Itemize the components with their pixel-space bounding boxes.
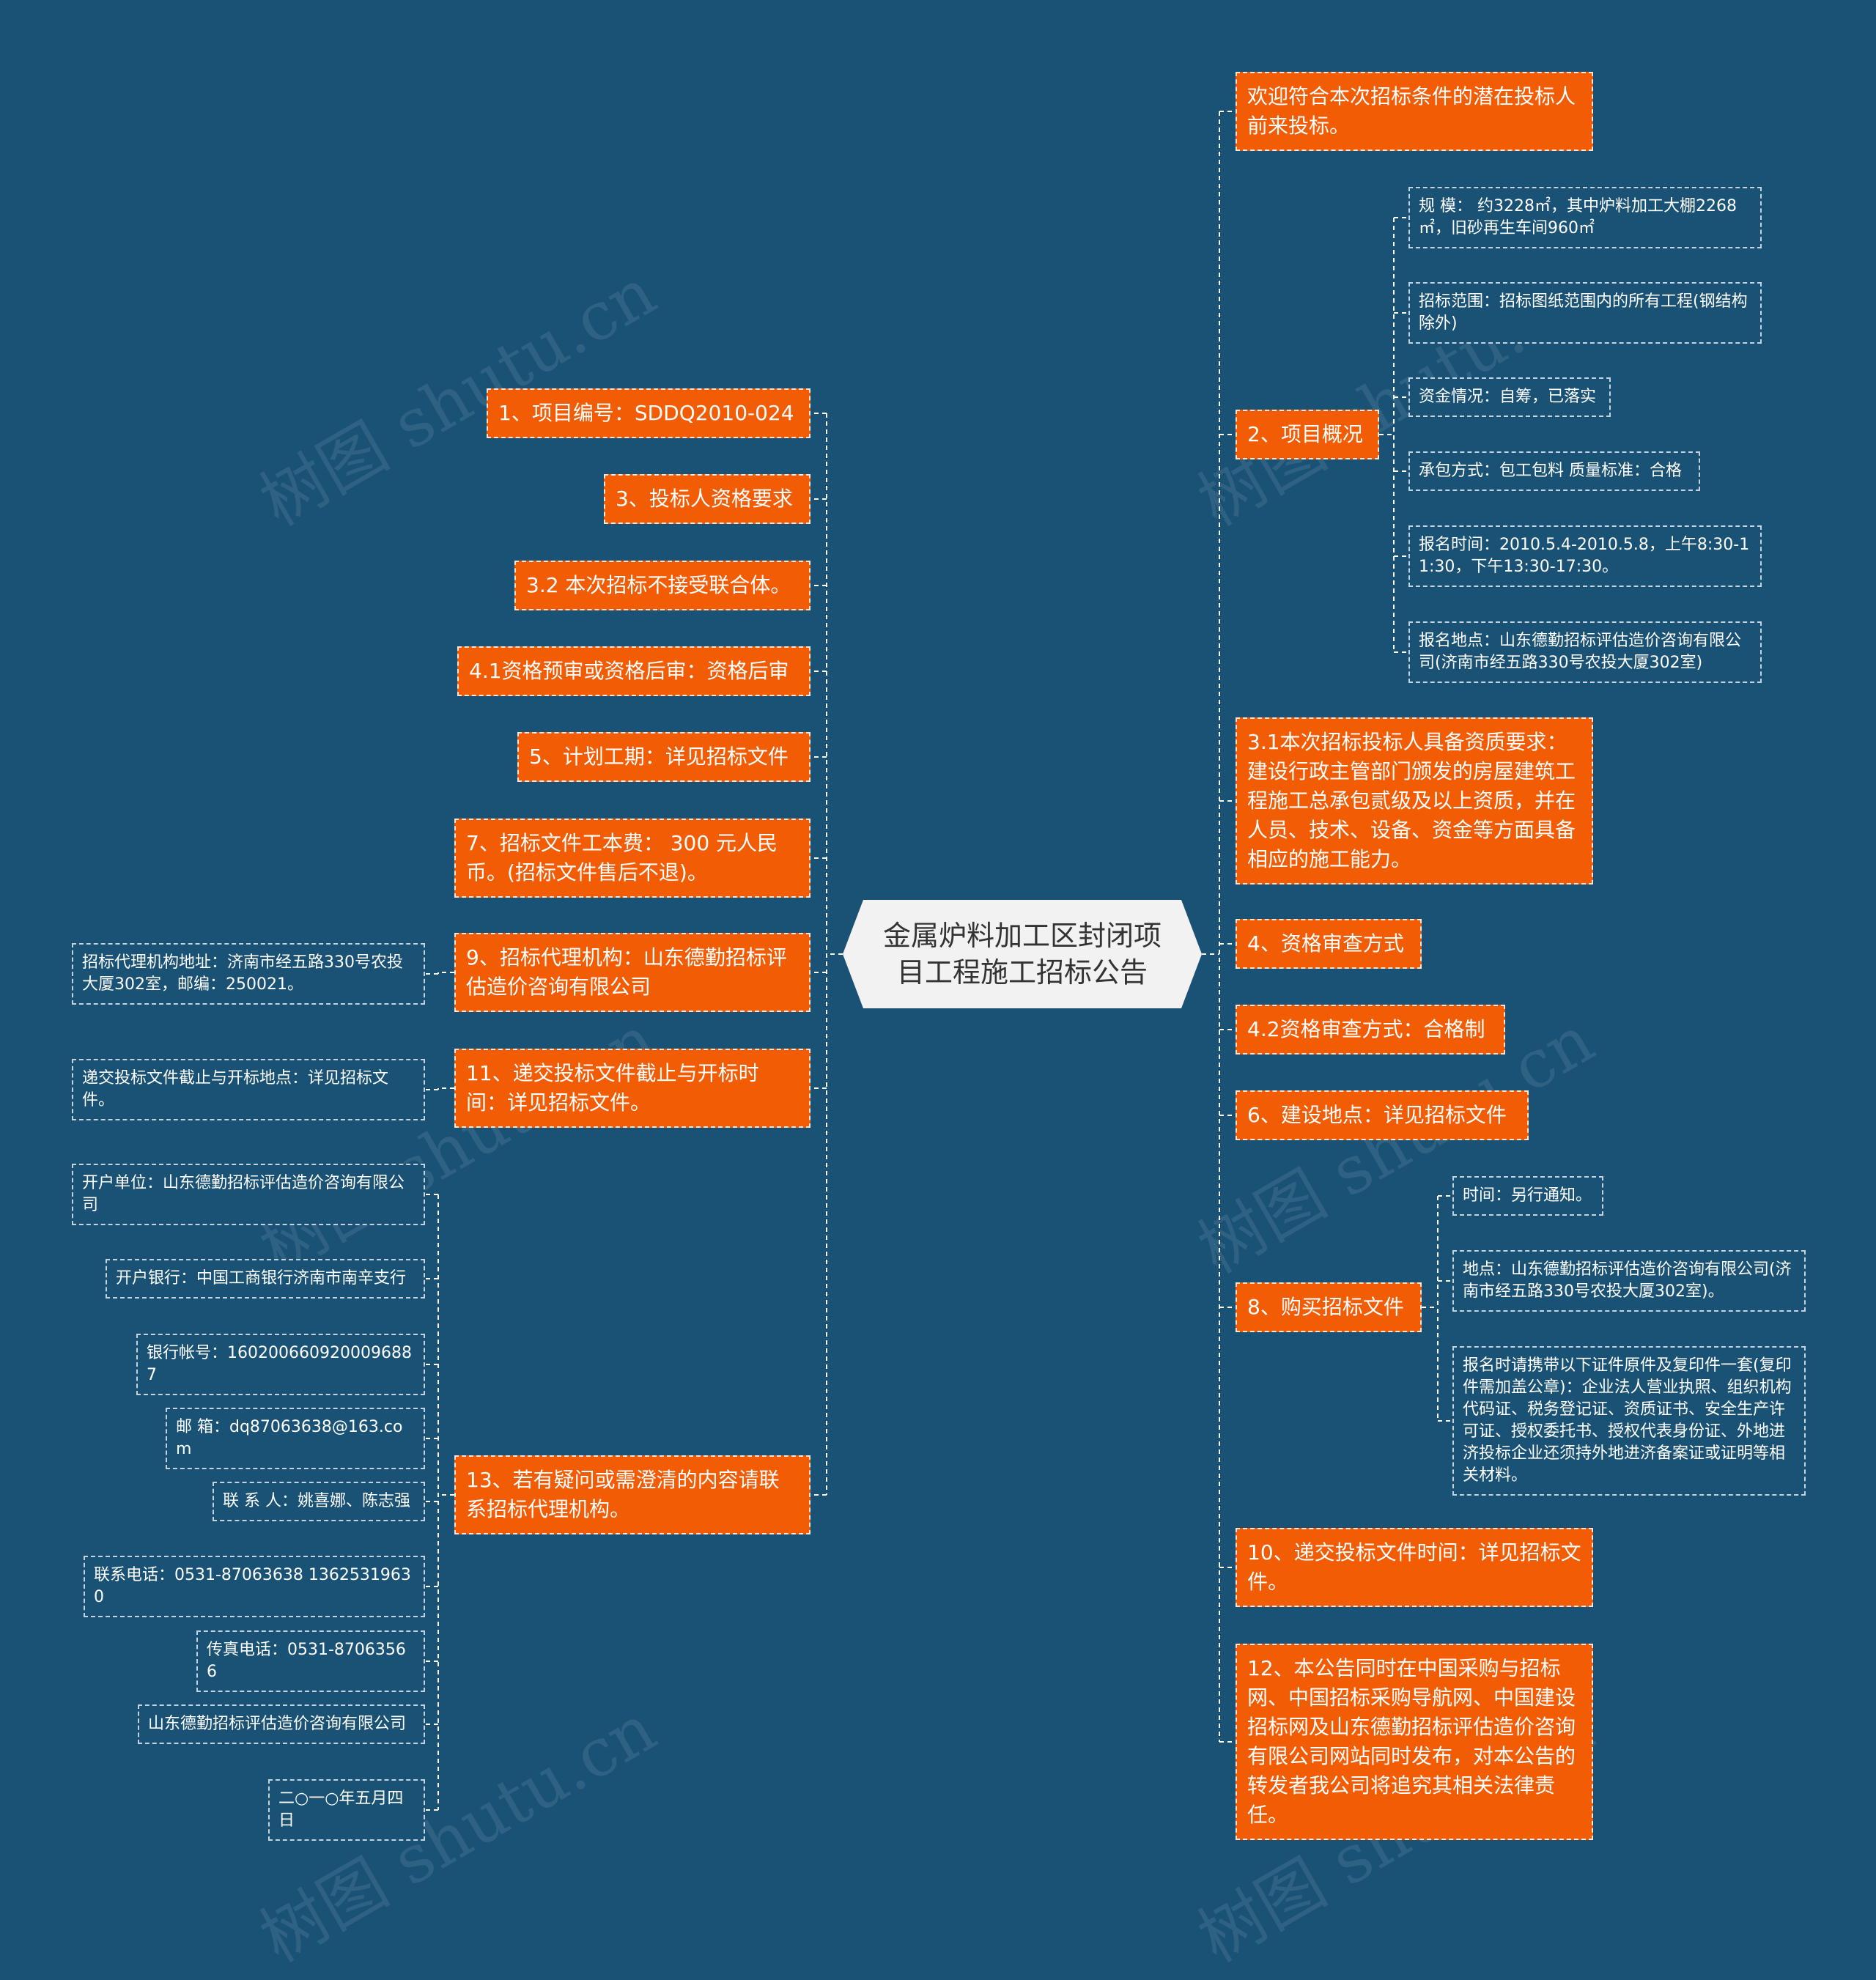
right-branch-7[interactable]: 8、购买招标文件 bbox=[1236, 1282, 1422, 1332]
left-leaf-fax[interactable]: 传真电话：0531-87063566 bbox=[196, 1630, 425, 1692]
left-branch-3[interactable]: 3.2 本次招标不接受联合体。 bbox=[514, 561, 810, 610]
right-branch-2[interactable]: 2、项目概况 bbox=[1236, 410, 1379, 459]
left-leaf-date[interactable]: 二○一○年五月四日 bbox=[268, 1779, 425, 1841]
right-branch-9[interactable]: 12、本公告同时在中国采购与招标网、中国招标采购导航网、中国建设招标网及山东德勤… bbox=[1236, 1644, 1593, 1840]
left-branch-2[interactable]: 3、投标人资格要求 bbox=[604, 474, 810, 524]
left-branch-5[interactable]: 5、计划工期：详见招标文件 bbox=[517, 732, 810, 782]
right-branch-3[interactable]: 3.1本次招标投标人具备资质要求：建设行政主管部门颁发的房屋建筑工程施工总承包贰… bbox=[1236, 717, 1593, 884]
left-leaf-phone[interactable]: 联系电话：0531-87063638 13625319630 bbox=[84, 1556, 425, 1617]
left-branch-1[interactable]: 1、项目编号：SDDQ2010-024 bbox=[487, 388, 810, 438]
right-leaf-purchase-time[interactable]: 时间：另行通知。 bbox=[1452, 1176, 1603, 1216]
right-branch-8[interactable]: 10、递交投标文件时间：详见招标文件。 bbox=[1236, 1528, 1593, 1607]
right-leaf-funding[interactable]: 资金情况：自筹，已落实 bbox=[1408, 377, 1611, 417]
left-leaf-bank[interactable]: 开户银行：中国工商银行济南市南辛支行 bbox=[106, 1259, 425, 1299]
left-branch-6[interactable]: 7、招标文件工本费： 300 元人民币。(招标文件售后不退)。 bbox=[454, 819, 810, 898]
left-branch-4[interactable]: 4.1资格预审或资格后审：资格后审 bbox=[457, 646, 810, 696]
root-label: 金属炉料加工区封闭项目工程施工招标公告 bbox=[882, 920, 1162, 989]
right-leaf-contract[interactable]: 承包方式：包工包料 质量标准：合格 bbox=[1408, 451, 1700, 491]
left-leaf-contact[interactable]: 联 系 人：姚喜娜、陈志强 bbox=[213, 1482, 425, 1521]
left-leaf-account-number[interactable]: 银行帐号：1602006609200096887 bbox=[136, 1334, 425, 1395]
right-branch-5[interactable]: 4.2资格审查方式：合格制 bbox=[1236, 1005, 1505, 1054]
right-leaf-registration-place[interactable]: 报名地点：山东德勤招标评估造价咨询有限公司(济南市经五路330号农投大厦302室… bbox=[1408, 621, 1762, 683]
right-branch-6[interactable]: 6、建设地点：详见招标文件 bbox=[1236, 1090, 1529, 1140]
root-node[interactable]: 金属炉料加工区封闭项目工程施工招标公告 bbox=[843, 900, 1202, 1008]
left-branch-7[interactable]: 9、招标代理机构：山东德勤招标评估造价咨询有限公司 bbox=[454, 933, 810, 1012]
left-branch-9[interactable]: 13、若有疑问或需澄清的内容请联系招标代理机构。 bbox=[454, 1455, 810, 1534]
right-leaf-registration-time[interactable]: 报名时间：2010.5.4-2010.5.8，上午8:30-11:30，下午13… bbox=[1408, 525, 1762, 587]
left-leaf-bid-location[interactable]: 递交投标文件截止与开标地点：详见招标文件。 bbox=[72, 1059, 425, 1120]
right-leaf-scope[interactable]: 招标范围：招标图纸范围内的所有工程(钢结构除外) bbox=[1408, 282, 1762, 344]
right-branch-1[interactable]: 欢迎符合本次招标条件的潜在投标人前来投标。 bbox=[1236, 72, 1593, 151]
right-leaf-scale[interactable]: 规 模： 约3228㎡，其中炉料加工大棚2268㎡，旧砂再生车间960㎡ bbox=[1408, 187, 1762, 248]
connector-lines bbox=[425, 111, 1452, 1811]
left-leaf-email[interactable]: 邮 箱：dq87063638@163.com bbox=[166, 1408, 425, 1469]
left-leaf-account-unit[interactable]: 开户单位：山东德勤招标评估造价咨询有限公司 bbox=[72, 1164, 425, 1225]
left-leaf-company[interactable]: 山东德勤招标评估造价咨询有限公司 bbox=[138, 1704, 425, 1744]
right-branch-4[interactable]: 4、资格审查方式 bbox=[1236, 919, 1422, 969]
left-branch-8[interactable]: 11、递交投标文件截止与开标时间：详见招标文件。 bbox=[454, 1049, 810, 1128]
right-leaf-purchase-place[interactable]: 地点：山东德勤招标评估造价咨询有限公司(济南市经五路330号农投大厦302室)。 bbox=[1452, 1250, 1806, 1312]
right-leaf-documents[interactable]: 报名时请携带以下证件原件及复印件一套(复印件需加盖公章)：企业法人营业执照、组织… bbox=[1452, 1346, 1806, 1496]
left-leaf-agency-address[interactable]: 招标代理机构地址：济南市经五路330号农投大厦302室，邮编：250021。 bbox=[72, 943, 425, 1005]
